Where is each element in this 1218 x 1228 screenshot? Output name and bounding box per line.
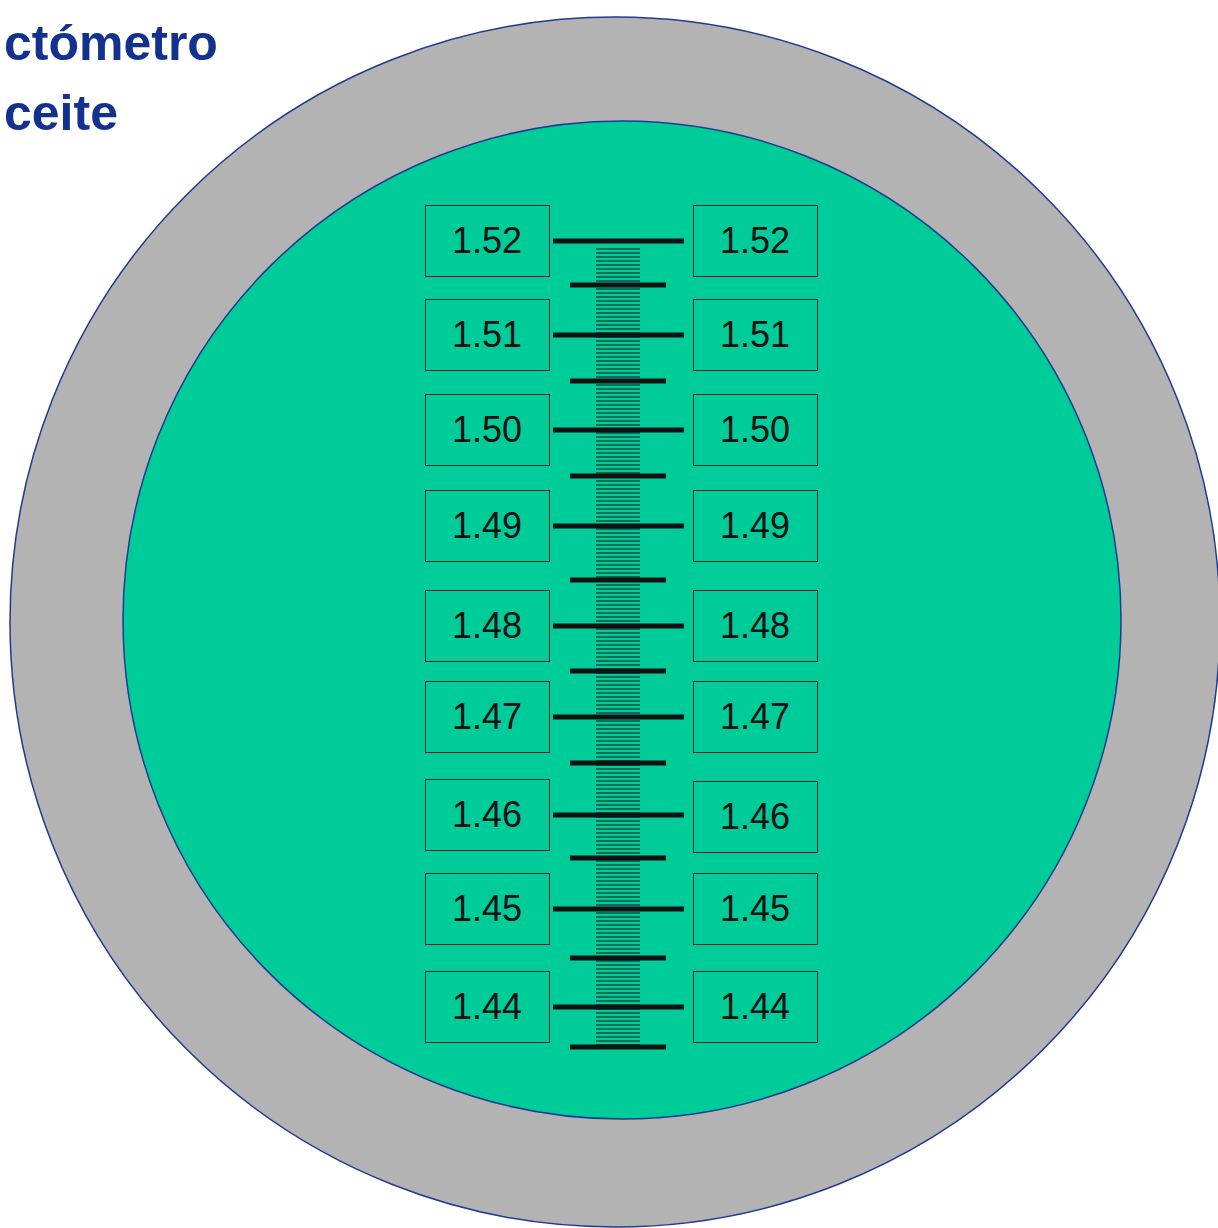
scale-value-box: 1.47 bbox=[425, 681, 550, 753]
major-tick bbox=[553, 428, 684, 433]
scale-value: 1.50 bbox=[720, 409, 790, 451]
scale-value: 1.45 bbox=[452, 888, 522, 930]
scale-value: 1.51 bbox=[720, 314, 790, 356]
scale-value: 1.50 bbox=[452, 409, 522, 451]
scale-value-box: 1.50 bbox=[425, 394, 550, 466]
scale-value-box: 1.47 bbox=[693, 681, 818, 753]
scale-value: 1.46 bbox=[452, 794, 522, 836]
scale-value: 1.51 bbox=[452, 314, 522, 356]
scale-value-box: 1.52 bbox=[693, 205, 818, 277]
scale-value-box: 1.46 bbox=[693, 781, 818, 853]
scale-value-box: 1.51 bbox=[693, 299, 818, 371]
medium-tick bbox=[570, 761, 666, 766]
scale-value-box: 1.50 bbox=[693, 394, 818, 466]
medium-tick bbox=[570, 956, 666, 961]
major-tick bbox=[553, 524, 684, 529]
scale-value: 1.49 bbox=[720, 505, 790, 547]
scale-value-box: 1.44 bbox=[425, 971, 550, 1043]
medium-tick bbox=[570, 669, 666, 674]
medium-tick bbox=[570, 1045, 666, 1050]
scale-value: 1.47 bbox=[452, 696, 522, 738]
major-tick bbox=[553, 715, 684, 720]
scale-value-box: 1.44 bbox=[693, 971, 818, 1043]
fine-graduations bbox=[596, 246, 640, 1046]
scale-value: 1.47 bbox=[720, 696, 790, 738]
scale-value-box: 1.46 bbox=[425, 779, 550, 851]
scale-value-box: 1.45 bbox=[693, 873, 818, 945]
scale-value: 1.44 bbox=[720, 986, 790, 1028]
medium-tick bbox=[570, 856, 666, 861]
eyepiece-rim bbox=[10, 17, 1218, 1227]
scale-value-box: 1.49 bbox=[693, 490, 818, 562]
major-tick bbox=[553, 333, 684, 338]
title: ctómetro ceite bbox=[4, 8, 244, 148]
scale-value: 1.52 bbox=[452, 220, 522, 262]
medium-tick bbox=[570, 283, 666, 288]
scale-value-box: 1.51 bbox=[425, 299, 550, 371]
scale-value: 1.46 bbox=[720, 796, 790, 838]
scale-value-box: 1.45 bbox=[425, 873, 550, 945]
major-tick bbox=[553, 907, 684, 912]
scale-value-box: 1.48 bbox=[693, 590, 818, 662]
scale-value-box: 1.52 bbox=[425, 205, 550, 277]
major-tick bbox=[553, 1005, 684, 1010]
scale-value-box: 1.48 bbox=[425, 590, 550, 662]
major-tick bbox=[553, 813, 684, 818]
scale-value-box: 1.49 bbox=[425, 490, 550, 562]
scale-value: 1.45 bbox=[720, 888, 790, 930]
scale-value: 1.52 bbox=[720, 220, 790, 262]
field-of-view bbox=[123, 121, 1121, 1119]
scale-value: 1.44 bbox=[452, 986, 522, 1028]
medium-tick bbox=[570, 379, 666, 384]
major-tick bbox=[553, 624, 684, 629]
scale-ticks bbox=[553, 241, 684, 1047]
medium-tick bbox=[570, 578, 666, 583]
scale-value: 1.48 bbox=[452, 605, 522, 647]
scale-value: 1.49 bbox=[452, 505, 522, 547]
medium-tick bbox=[570, 474, 666, 479]
major-tick bbox=[553, 239, 684, 244]
scale-value: 1.48 bbox=[720, 605, 790, 647]
